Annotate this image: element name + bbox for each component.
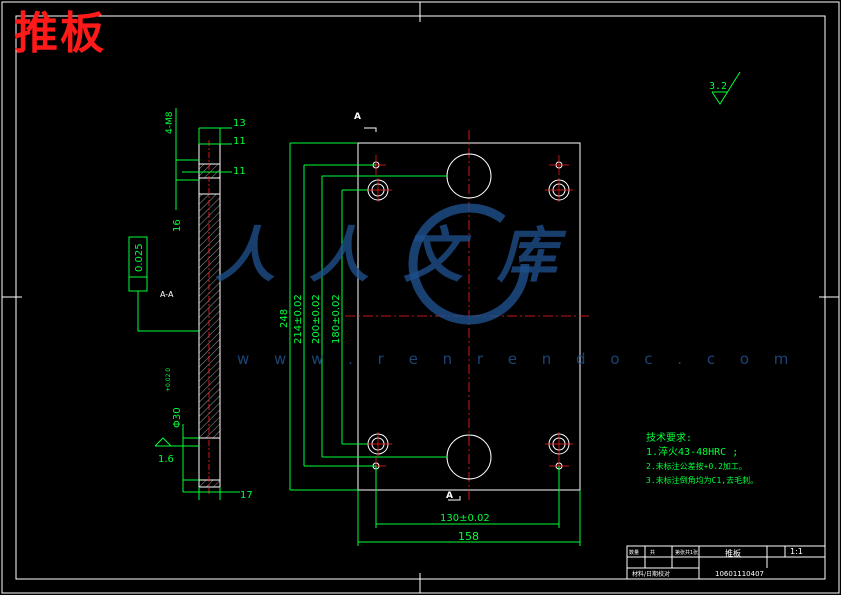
dim-16: 16 — [172, 219, 183, 232]
side-view: 13 11 11 4-M8 16 Φ30 +0.02 0 17 1.6 — [128, 108, 253, 501]
note-item-1: 1.淬火43-48HRC ; — [646, 447, 739, 458]
dim-13: 13 — [233, 118, 246, 129]
dim-roughness-1-6: 1.6 — [158, 454, 174, 465]
tb-scale: 1:1 — [790, 547, 803, 556]
tb-cell-4: 材料/日期校对 — [632, 570, 670, 578]
tb-cell-2: 共 — [650, 549, 655, 556]
tb-cell-1: 数量 — [629, 549, 639, 556]
roughness-symbol: 3.2 — [709, 71, 741, 105]
drawing-title: 推板 — [14, 8, 106, 59]
tb-number: 10601110407 — [715, 570, 764, 578]
dim-11a: 11 — [233, 136, 246, 147]
tb-part-name: 推板 — [725, 548, 741, 558]
watermark-text: 人人文库 — [215, 221, 591, 291]
roughness-value: 3.2 — [709, 81, 727, 92]
dim-bore: Φ30 — [172, 407, 183, 428]
dim-248: 248 — [279, 309, 290, 328]
bore-bottom — [198, 437, 221, 481]
section-marker-top: A — [354, 112, 361, 122]
dim-thread: 4-M8 — [165, 111, 175, 134]
counter-bore-top — [198, 177, 221, 195]
dim-bore-tol: +0.02 0 — [165, 368, 172, 392]
watermark-logo — [408, 203, 530, 325]
notes-heading: 技术要求: — [646, 433, 693, 444]
thread-hole-top — [198, 143, 221, 165]
dim-158: 158 — [458, 530, 479, 543]
section-marker-bottom: A — [446, 491, 453, 501]
title-block: 数量 共 第张共1张 材料/日期校对 推板 1:1 10601110407 — [626, 545, 826, 580]
dim-17: 17 — [240, 490, 253, 501]
dim-214: 214±0.02 — [293, 294, 304, 344]
technical-notes: 技术要求: 1.淬火43-48HRC ; 2.未标注公差按+0.2加工。 3.未… — [646, 432, 758, 488]
section-view-label: A-A — [160, 290, 174, 299]
dim-11b: 11 — [233, 166, 246, 177]
flatness-value: 0.025 — [134, 243, 145, 272]
note-item-3: 3.未标注倒角均为C1,去毛刺。 — [646, 476, 759, 485]
dim-200: 200±0.02 — [311, 294, 322, 344]
dim-130: 130±0.02 — [440, 513, 490, 524]
note-item-2: 2.未标注公差按+0.2加工。 — [646, 462, 747, 471]
watermark-url: w w w . r e n r e n d o c . c o m — [237, 350, 799, 368]
dim-180: 180±0.02 — [331, 294, 342, 344]
tb-cell-3: 第张共1张 — [675, 549, 698, 556]
side-section — [198, 143, 221, 488]
front-view: A A 248 214±0.02 200±0.02 180±0.02 — [279, 112, 592, 546]
